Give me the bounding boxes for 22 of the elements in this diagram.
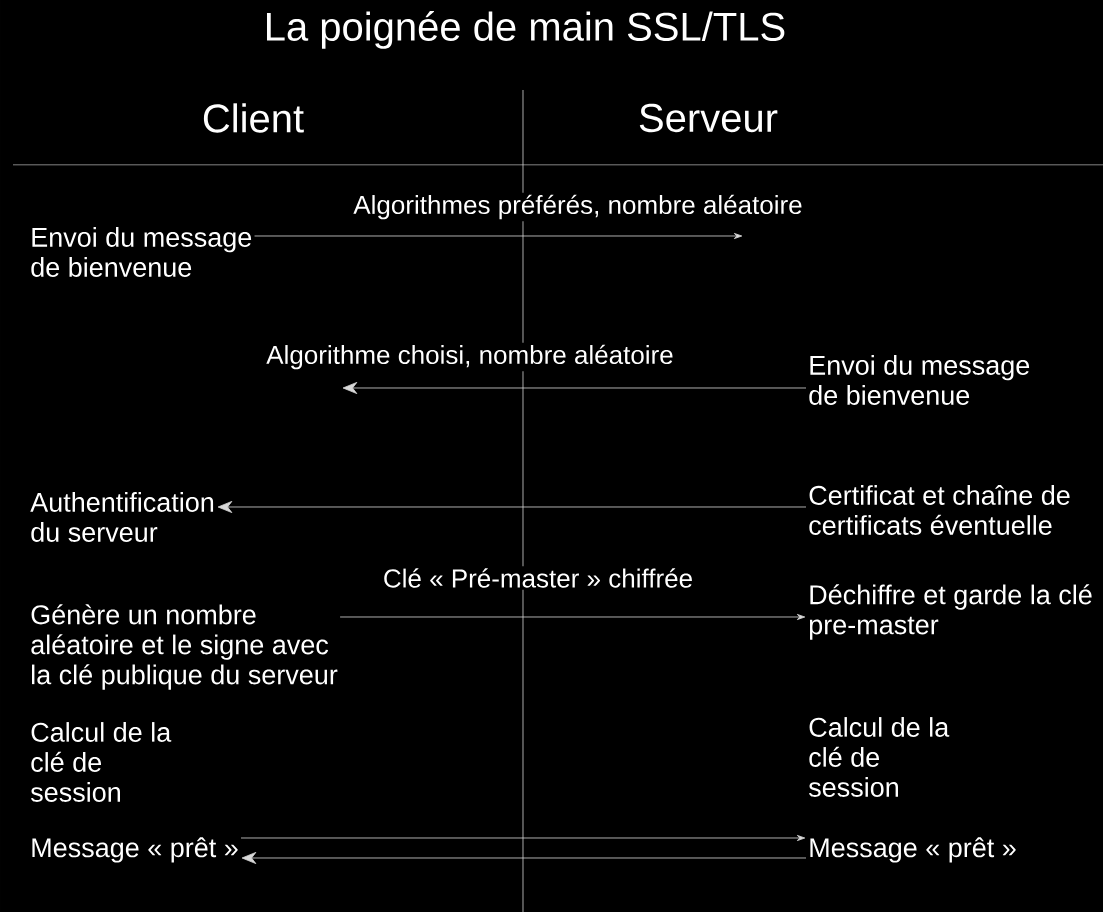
arrow [241, 852, 807, 864]
title: La poignée de main SSL/TLS [267, 11, 785, 49]
arrow [339, 614, 806, 620]
step-text: Calcul de la clé de session [30, 722, 172, 802]
arrow [342, 382, 807, 394]
step-text: Déchiffre et garde la clé pre-master [809, 584, 1092, 640]
step-text: Calcul de la clé de session [808, 717, 950, 797]
edge-label: Algorithme choisi, nombre aléatoire [264, 342, 676, 372]
step-text: Génère un nombre aléatoire et le signe avec la clé publique du serveur [31, 604, 338, 690]
step-text: Message « prêt » [32, 837, 238, 863]
arrow [254, 233, 743, 239]
arrow [217, 501, 807, 513]
step-text: Certificat et chaîne de certificats éventuelle [809, 485, 1070, 535]
column-header: Serveur [639, 103, 778, 133]
arrow [240, 835, 806, 841]
step-text: Message « prêt » [810, 837, 1016, 863]
step-text: Envoi du message de bienvenue [809, 355, 1030, 405]
edge-label: Algorithmes préférés, nombre aléatoire [351, 192, 805, 222]
step-text: Authentification du serveur [30, 492, 214, 542]
column-header: Client [203, 103, 304, 133]
edge-label: Clé « Pré-master » chiffrée [380, 566, 696, 590]
step-text: Envoi du message de bienvenue [31, 227, 252, 277]
